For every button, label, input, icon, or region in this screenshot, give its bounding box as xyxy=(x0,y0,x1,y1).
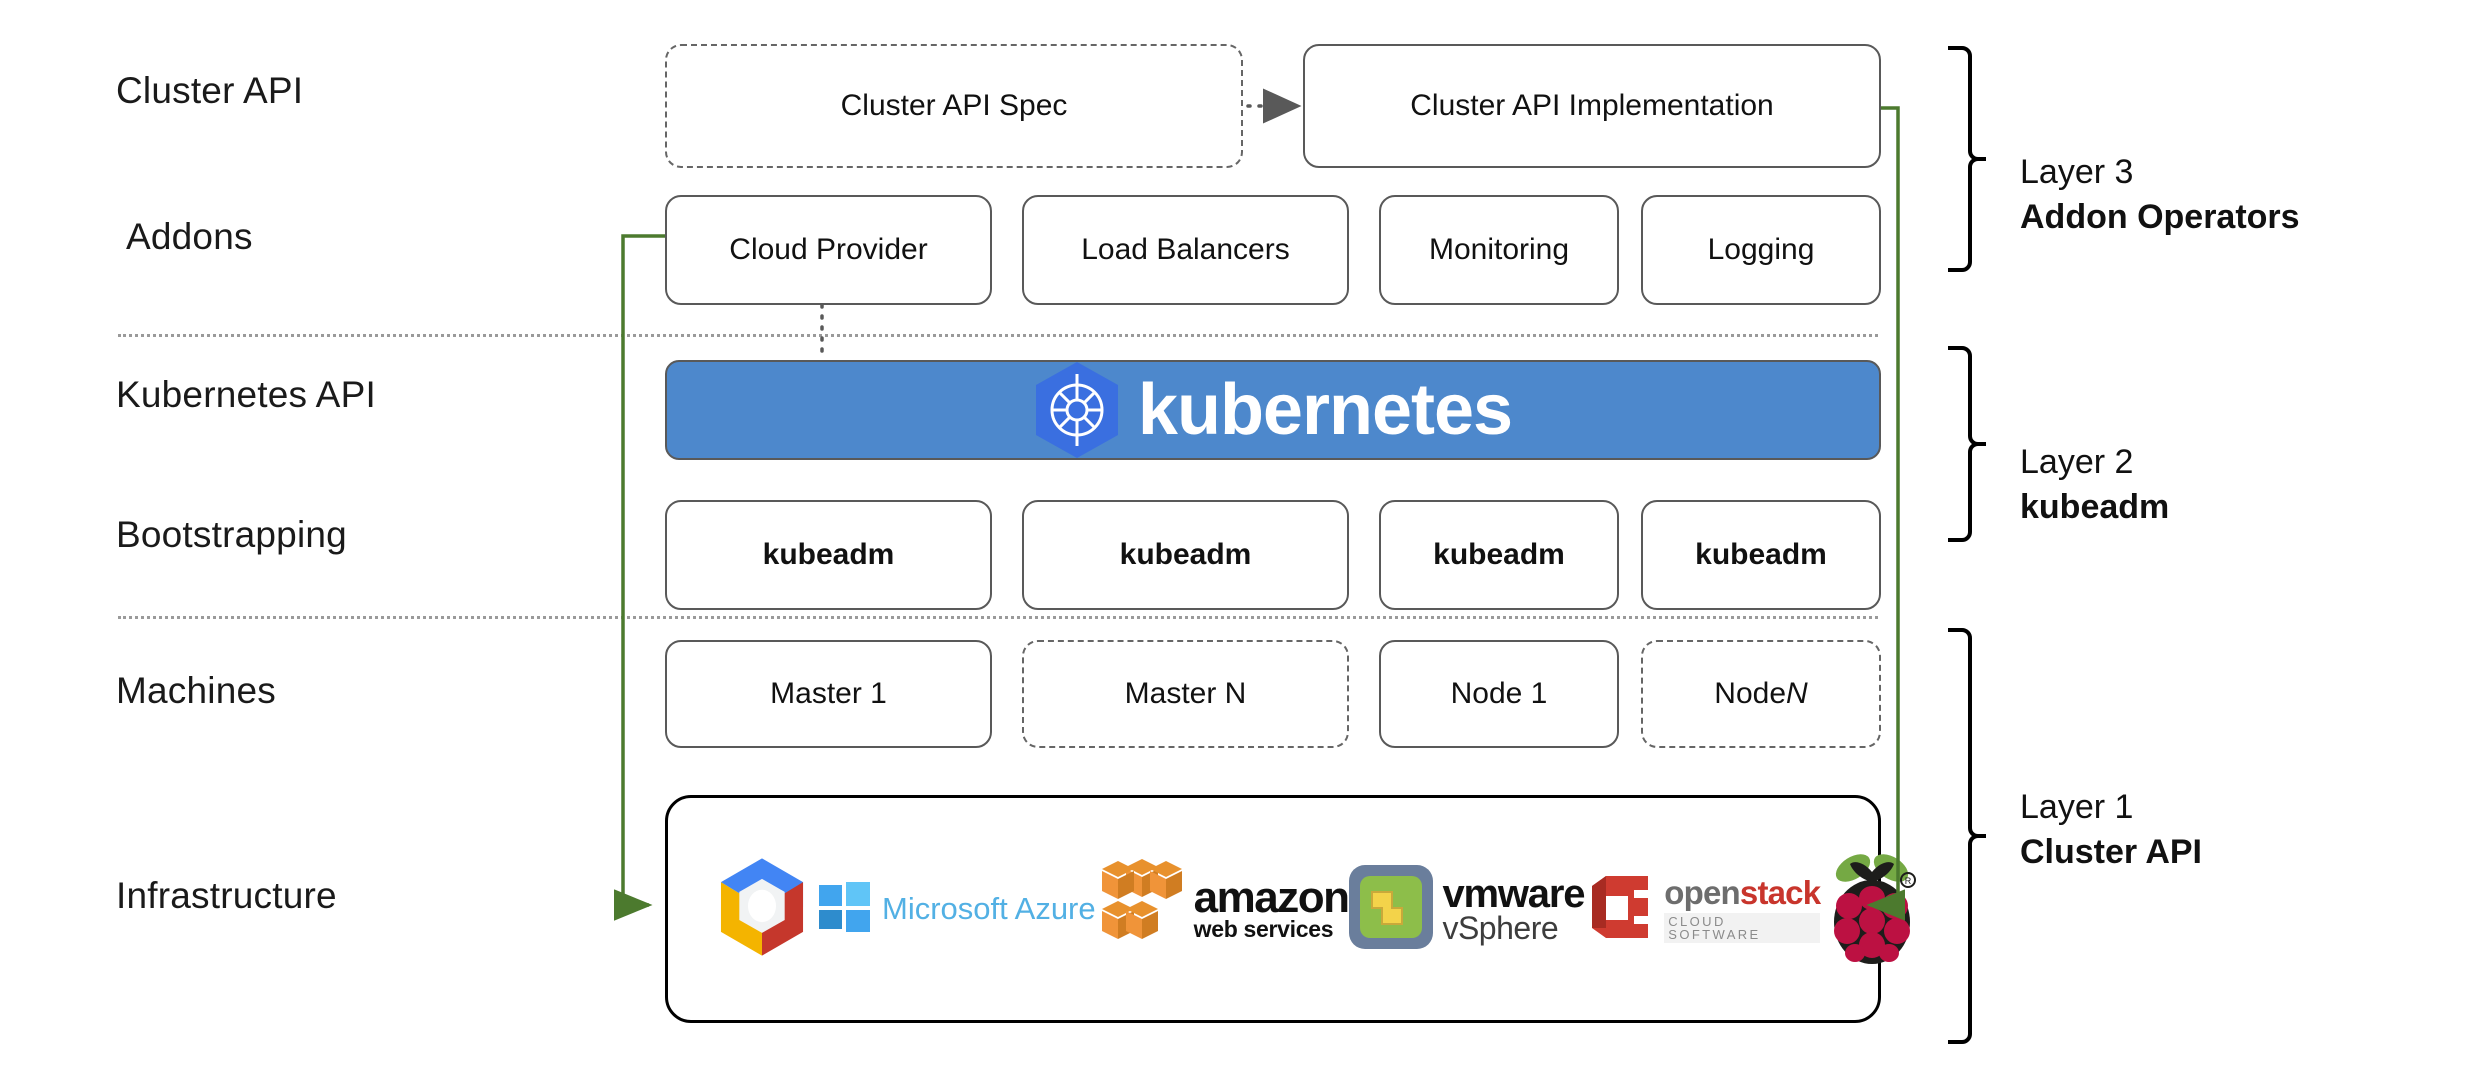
layer-note-3: Layer 3 Addon Operators xyxy=(2020,150,2300,240)
logo-raspberry-pi[interactable]: R xyxy=(1820,853,1924,964)
openstack-text: openstack xyxy=(1664,873,1821,911)
row-label-infrastructure: Infrastructure xyxy=(116,875,337,916)
google-cloud-platform-icon xyxy=(708,853,816,966)
vsphere-text: vSphere xyxy=(1442,909,1559,946)
node-cluster-api-implementation[interactable]: Cluster API Implementation xyxy=(1303,44,1881,168)
node-cluster-api-spec[interactable]: Cluster API Spec xyxy=(665,44,1243,168)
node-machine-master-n[interactable]: Master N xyxy=(1022,640,1349,748)
separator-layer2-layer1 xyxy=(118,616,1878,619)
layer-note-1-name: Cluster API xyxy=(2020,832,2203,871)
node-kubeadm-node-1[interactable]: kubeadm xyxy=(1379,500,1619,610)
vmware-text: vmware xyxy=(1442,871,1585,916)
brace-layer-2 xyxy=(1948,346,1986,542)
openstack-subtext: CLOUD SOFTWARE xyxy=(1664,912,1821,943)
node-kubeadm-node-n[interactable]: kubeadm xyxy=(1641,500,1881,610)
layer-note-2-number: Layer 2 xyxy=(2020,443,2134,481)
kubernetes-helm-wheel-icon xyxy=(1034,360,1120,460)
row-label-machines: Machines xyxy=(116,670,276,711)
amazon-web-services-label: amazon web services xyxy=(1193,873,1350,942)
microsoft-azure-label: Microsoft Azure xyxy=(882,891,1096,926)
aws-webservices-text: web services xyxy=(1193,915,1334,942)
kubernetes-api-banner[interactable]: kubernetes xyxy=(665,360,1881,460)
logo-google-cloud-platform[interactable] xyxy=(708,854,816,964)
svg-text:R: R xyxy=(1905,876,1912,886)
node-addon-cloud-provider[interactable]: Cloud Provider xyxy=(665,195,992,305)
node-machine-master-1[interactable]: Master 1 xyxy=(665,640,992,748)
openstack-icon xyxy=(1584,870,1656,949)
node-addon-monitoring[interactable]: Monitoring xyxy=(1379,195,1619,305)
vmware-vsphere-icon xyxy=(1348,864,1434,955)
layer-note-1: Layer 1 Cluster API xyxy=(2020,785,2202,875)
microsoft-azure-icon xyxy=(816,879,872,940)
node-kubeadm-master-n[interactable]: kubeadm xyxy=(1022,500,1349,610)
kubernetes-wordmark: kubernetes xyxy=(1137,370,1513,450)
layer-note-3-number: Layer 3 xyxy=(2020,153,2134,191)
node-addon-load-balancers[interactable]: Load Balancers xyxy=(1022,195,1349,305)
connector-implementation-to-infrastructure-line xyxy=(1881,106,1900,907)
brace-layer-3 xyxy=(1948,46,1986,272)
vmware-vsphere-label: vmware vSphere xyxy=(1442,871,1585,946)
logo-openstack[interactable]: openstack CLOUD SOFTWARE xyxy=(1584,854,1821,964)
node-machine-node-n[interactable]: Node N xyxy=(1641,640,1881,748)
node-machine-node-n-label: Node xyxy=(1714,676,1787,710)
layer-note-2-name: kubeadm xyxy=(2020,487,2170,526)
amazon-web-services-icon xyxy=(1096,857,1188,962)
row-label-bootstrapping: Bootstrapping xyxy=(116,514,347,555)
layer-note-1-number: Layer 1 xyxy=(2020,788,2134,826)
layer-note-2: Layer 2 kubeadm xyxy=(2020,440,2169,530)
row-label-cluster-api: Cluster API xyxy=(116,70,304,111)
row-label-kubernetes-api: Kubernetes API xyxy=(116,374,376,415)
connector-implementation-to-infrastructure xyxy=(1881,108,1900,905)
brace-layer-1 xyxy=(1948,628,1986,1044)
layer-note-3-name: Addon Operators xyxy=(2020,197,2300,236)
node-addon-logging[interactable]: Logging xyxy=(1641,195,1881,305)
node-machine-node-n-suffix: N xyxy=(1786,676,1808,710)
logo-microsoft-azure[interactable]: Microsoft Azure xyxy=(816,854,1096,964)
aws-amazon-text: amazon xyxy=(1193,873,1350,923)
logo-vmware-vsphere[interactable]: vmware vSphere xyxy=(1348,854,1585,964)
raspberry-pi-icon: R xyxy=(1820,848,1924,971)
infrastructure-panel[interactable]: Microsoft Azure xyxy=(665,795,1917,1023)
node-machine-node-1[interactable]: Node 1 xyxy=(1379,640,1619,748)
separator-layer3-layer2 xyxy=(118,334,1878,337)
logo-amazon-web-services[interactable]: amazon web services xyxy=(1096,854,1350,964)
node-kubeadm-master-1[interactable]: kubeadm xyxy=(665,500,992,610)
openstack-label: openstack CLOUD SOFTWARE xyxy=(1664,873,1821,943)
row-label-addons: Addons xyxy=(126,216,253,257)
